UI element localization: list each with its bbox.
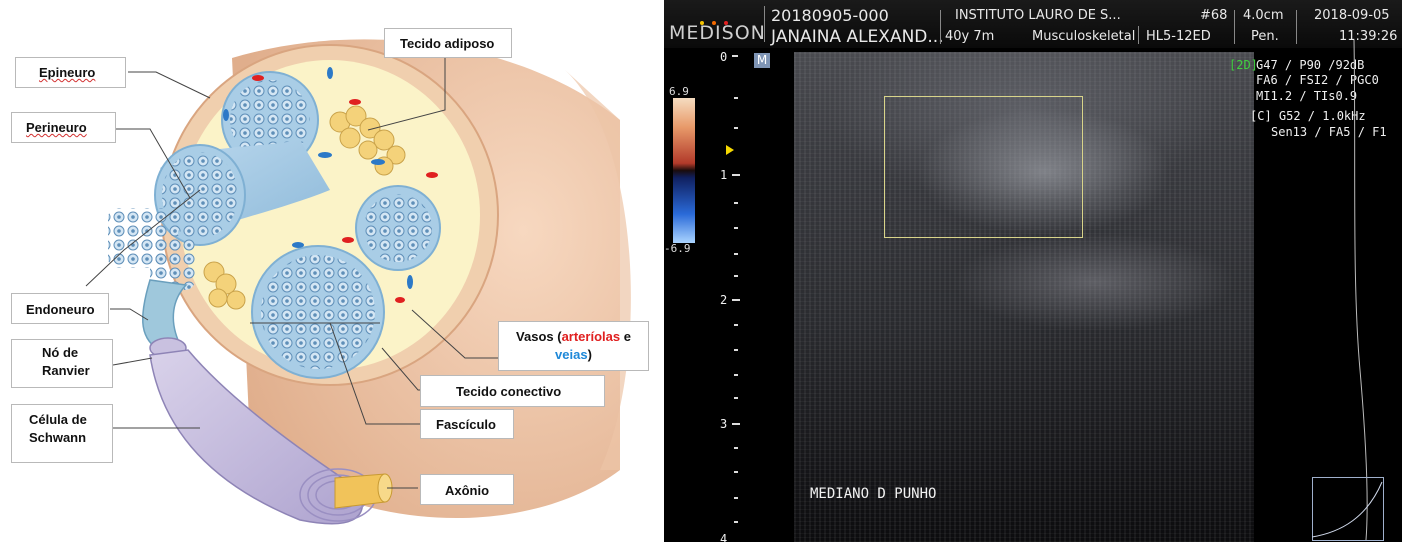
orientation-curve (1312, 477, 1384, 541)
label-vasos: Vasos (arteríolas e veias) (498, 321, 649, 371)
depth-value: 4.0cm (1243, 8, 1284, 23)
depth-tick-3: 3 (720, 417, 727, 431)
image-annotation: MEDIANO D PUNHO (810, 486, 936, 502)
label-axonio: Axônio (420, 474, 514, 505)
header-divider (1296, 10, 1297, 44)
institution: INSTITUTO LAURO DE S... (955, 8, 1121, 23)
frame-number: #68 (1200, 8, 1227, 23)
header-divider (1138, 26, 1139, 44)
patient-id: 20180905-000 (771, 6, 889, 25)
probe-name: HL5-12ED (1146, 29, 1211, 44)
color-roi-box (884, 96, 1083, 238)
depth-tick-4: 4 (720, 532, 727, 542)
depth-scale-ticks (732, 56, 740, 522)
color-scale-max: 6.9 (669, 85, 689, 98)
preset: Pen. (1251, 29, 1279, 44)
nerve-anatomy-diagram: Epineuro Perineuro Endoneuro Nó de Ranvi… (0, 0, 664, 542)
fascicle-right-fibers (364, 194, 432, 262)
color-scale-min: -6.9 (664, 242, 691, 255)
axon (335, 474, 385, 508)
label-tecido-adiposo: Tecido adiposo (384, 28, 512, 58)
label-perineuro: Perineuro (11, 112, 116, 143)
tgc-curve (1314, 40, 1394, 540)
header-divider (1234, 10, 1235, 44)
depth-tick-1: 1 (720, 168, 727, 182)
patient-age: 40y 7m (945, 29, 994, 44)
mode-marker: M (754, 53, 770, 68)
exam-date: 2018-09-05 (1314, 8, 1390, 23)
depth-tick-2: 2 (720, 293, 727, 307)
ultrasound-screen: MEDISON 20180905-000 JANAINA ALEXAND... … (664, 0, 1402, 542)
depth-tick-0: 0 (720, 50, 727, 64)
label-epineuro: Epineuro (15, 57, 126, 88)
label-no-de-ranvier: Nó de Ranvier (11, 339, 113, 388)
label-celula-de-schwann: Célula de Schwann (11, 404, 113, 463)
brand-logo: MEDISON (669, 22, 766, 44)
label-vasos-veias: veias (555, 347, 588, 362)
header-divider (764, 6, 765, 42)
patient-name: JANAINA ALEXAND... (771, 27, 944, 47)
color-scale-bar (673, 98, 695, 243)
fascicle-main-fibers (261, 255, 375, 369)
label-vasos-arteriolas: arteríolas (562, 329, 621, 344)
application: Musculoskeletal (1032, 29, 1135, 44)
label-fasciculo: Fascículo (420, 409, 514, 439)
label-tecido-conectivo: Tecido conectivo (420, 375, 605, 407)
header-divider (940, 10, 941, 44)
mode-2d-indicator: [2D] (1229, 58, 1258, 72)
label-endoneuro: Endoneuro (11, 293, 109, 324)
depth-scale (708, 48, 748, 542)
